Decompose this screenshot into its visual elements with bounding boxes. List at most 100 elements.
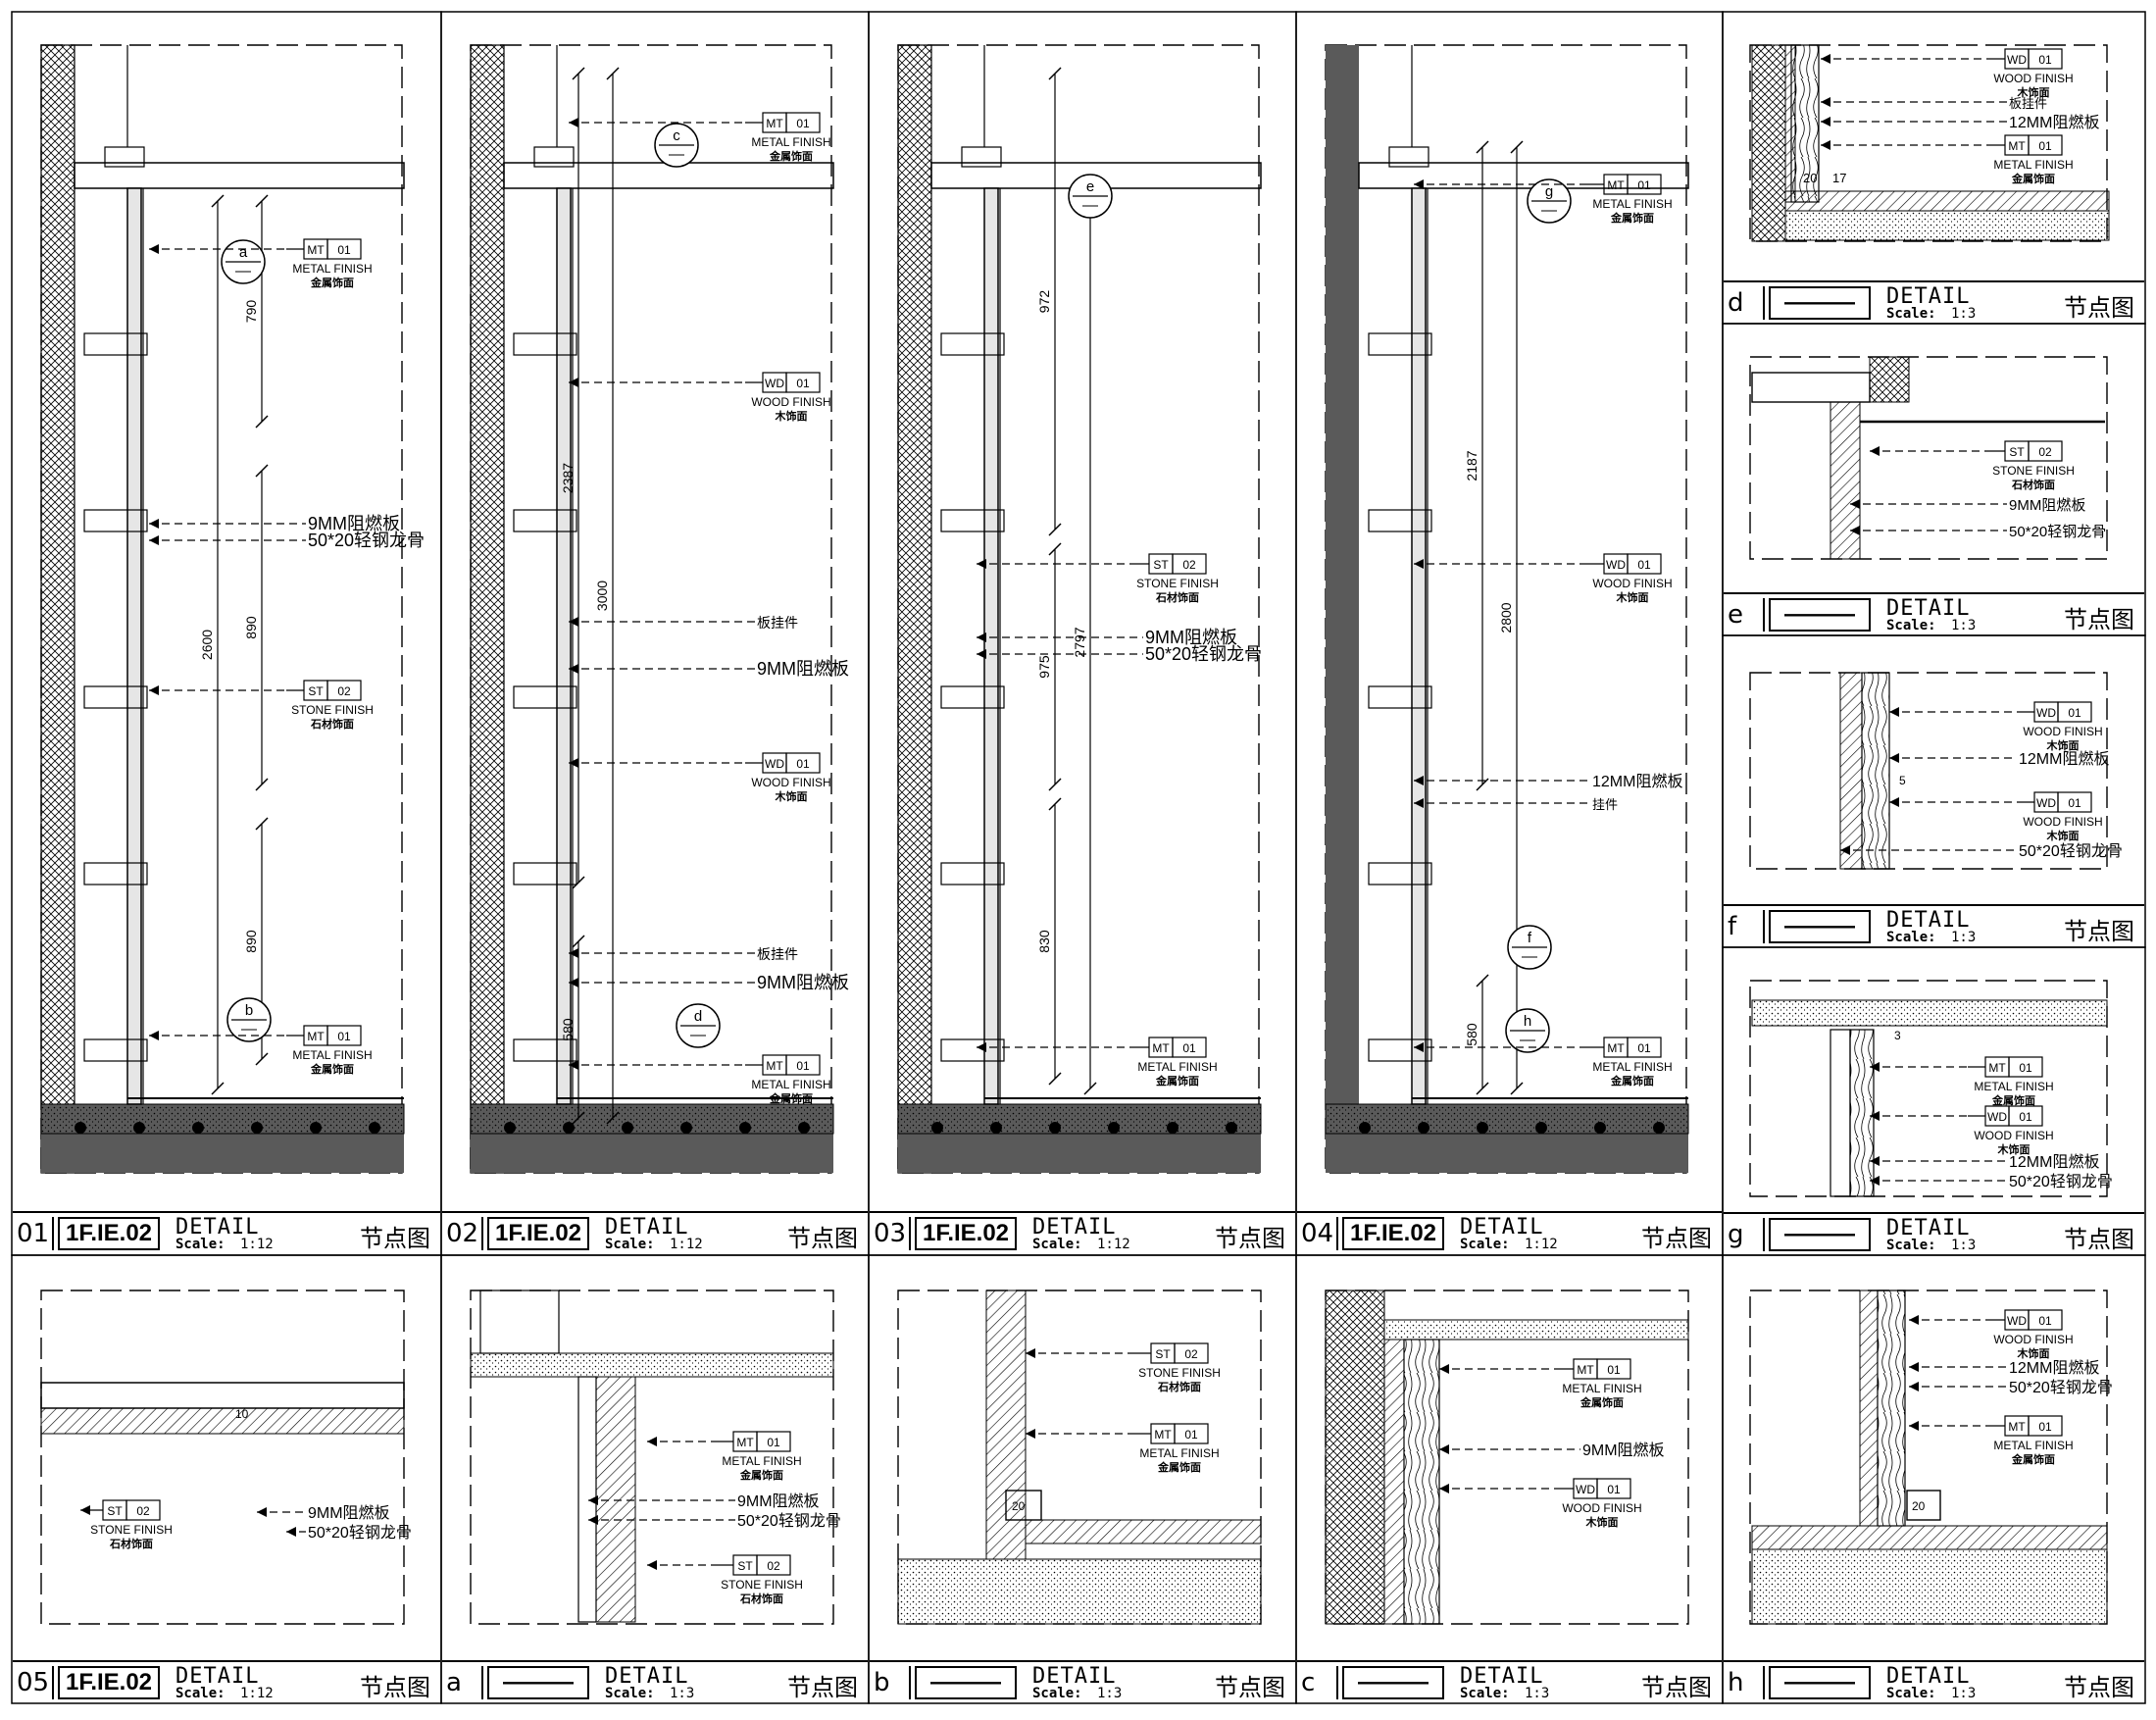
note-label: 9MM阻燃板 xyxy=(1145,628,1237,647)
tag-number: 01 xyxy=(2068,706,2081,720)
note-board9: 9MM阻燃板 xyxy=(977,628,1237,647)
panel-border xyxy=(440,1254,870,1704)
note-label: 9MM阻燃板 xyxy=(2009,496,2085,514)
stud-block xyxy=(940,332,1005,356)
tag-num-box xyxy=(2057,791,2092,813)
note-hanger: 板挂件 xyxy=(569,946,798,962)
id-divider xyxy=(1763,910,1765,943)
note-board9: 9MM阻燃板 xyxy=(569,659,849,679)
masonry-wall xyxy=(470,44,505,1174)
stone-panel xyxy=(595,1376,636,1623)
board-layer xyxy=(1784,44,1796,203)
leader-arrow xyxy=(1870,1062,1880,1072)
note-board12: 12MM阻燃板 xyxy=(1414,773,1682,790)
tag-chinese: 金属饰面 xyxy=(1155,1074,1199,1088)
note-label: 9MM阻燃板 xyxy=(757,973,849,992)
note-keel: 50*20轻钢龙骨 xyxy=(1909,1379,2113,1396)
callout-letter: g xyxy=(1545,183,1553,200)
dimension-label: 2797 xyxy=(1072,627,1087,657)
detail-label: DETAIL xyxy=(1032,1664,1117,1689)
id-divider xyxy=(1763,598,1765,632)
tag-english: WOOD FINISH xyxy=(751,776,830,789)
floor-anchor xyxy=(1108,1122,1120,1134)
dimension-label: 790 xyxy=(243,300,259,324)
masonry-wall xyxy=(40,44,75,1174)
tag-code: MT xyxy=(1577,1363,1594,1377)
floor-anchor xyxy=(931,1122,943,1134)
tag-english: WOOD FINISH xyxy=(1993,72,2073,85)
detail-id: 05 xyxy=(17,1668,50,1697)
ceiling-frame xyxy=(1751,372,1871,403)
stud-block xyxy=(513,862,577,885)
detail-label: DETAIL xyxy=(1460,1215,1544,1239)
tag-code: ST xyxy=(308,684,324,698)
leader-arrow xyxy=(1909,1382,1919,1391)
tag-code: WD xyxy=(2036,706,2056,720)
id-divider xyxy=(481,1666,483,1699)
reference-box: 1F.IE.02 xyxy=(1342,1217,1444,1250)
floor-screed xyxy=(1751,1548,2108,1625)
tag-code: MT xyxy=(736,1436,754,1449)
panel-border xyxy=(11,11,442,1256)
leader-arrow xyxy=(1850,526,1860,535)
panel-border xyxy=(1722,1254,2146,1704)
leader-arrow xyxy=(1889,797,1899,807)
tag-num-box xyxy=(785,372,821,393)
note-label: 9MM阻燃板 xyxy=(757,659,849,679)
tag-english: STONE FINISH xyxy=(291,703,374,717)
callout-f: f xyxy=(1507,925,1552,970)
scale-value: 1:12 xyxy=(670,1237,703,1252)
floor-anchor xyxy=(1477,1122,1488,1134)
wood-panel xyxy=(1877,1290,1906,1527)
tag-num-box xyxy=(326,1025,362,1046)
tag-num-box xyxy=(2008,1105,2043,1127)
panel-border xyxy=(1722,946,2146,1256)
section-linework xyxy=(40,44,2110,1625)
tag-code: WD xyxy=(2036,796,2056,810)
panel-border xyxy=(868,1254,1297,1704)
ceiling-hanger xyxy=(479,1290,560,1354)
scale-label: Scale: xyxy=(175,1237,226,1252)
ceiling-hanger xyxy=(1388,146,1429,168)
ceiling-track xyxy=(1358,162,1689,189)
leader-arrow xyxy=(1909,1421,1919,1431)
tag-number: 01 xyxy=(1607,1363,1621,1377)
dimension-label: 20 xyxy=(1912,1499,1926,1513)
wall-finish-layer xyxy=(1411,187,1427,1105)
tag-code: WD xyxy=(2007,1314,2027,1328)
tag-number: 01 xyxy=(2038,1314,2052,1328)
ceiling-hanger xyxy=(533,146,575,168)
tag-english: METAL FINISH xyxy=(1592,1060,1672,1074)
tag-code: ST xyxy=(1153,558,1169,572)
tag-num-box xyxy=(1174,1342,1209,1364)
leader-arrow xyxy=(569,758,578,768)
tag-chinese: 金属饰面 xyxy=(1157,1460,1201,1474)
tag-num-box xyxy=(2028,1415,2063,1437)
tag-number: 01 xyxy=(2019,1110,2032,1124)
dimension-label: 2600 xyxy=(199,630,215,660)
tag-number: 01 xyxy=(2038,139,2052,153)
panel-border xyxy=(1722,323,2146,636)
callout-b: b xyxy=(226,997,272,1042)
tag-number: 01 xyxy=(767,1436,780,1449)
callout-letter: e xyxy=(1086,178,1094,195)
dimension-label: 890 xyxy=(243,930,259,953)
leader-arrow xyxy=(1439,1444,1449,1454)
note-keel: 50*20轻钢龙骨 xyxy=(149,531,425,550)
callout-d: d xyxy=(676,1003,721,1048)
scale-label: Scale: xyxy=(1032,1686,1082,1701)
tag-code: MT xyxy=(307,1030,325,1043)
tag-num-box xyxy=(1627,553,1662,575)
id-divider xyxy=(1763,1666,1765,1699)
leader-arrow xyxy=(569,378,578,387)
tag-number: 01 xyxy=(1607,1483,1621,1496)
leader-arrow xyxy=(569,118,578,127)
